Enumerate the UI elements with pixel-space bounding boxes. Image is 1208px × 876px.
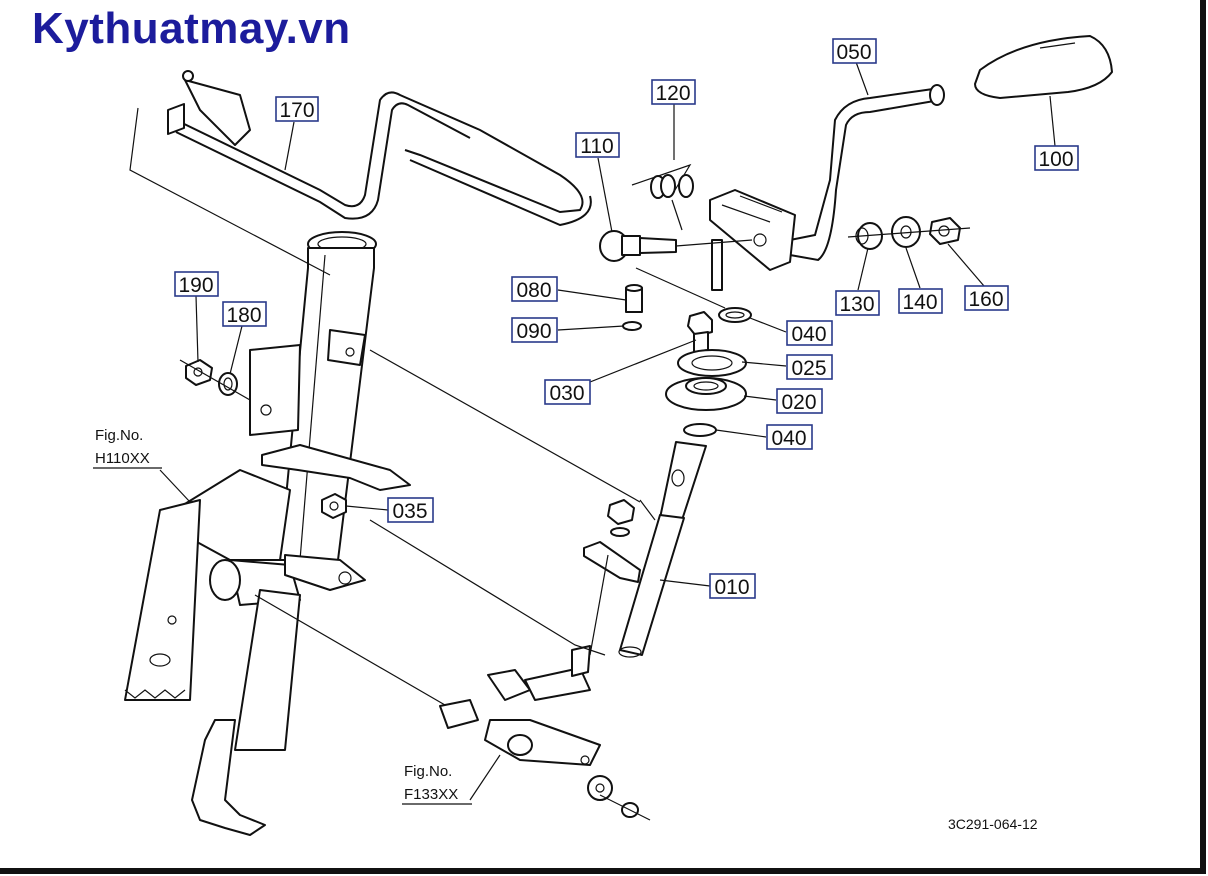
svg-text:040: 040 <box>791 323 826 346</box>
part-120-spring <box>631 163 694 231</box>
label-010: 010 <box>709 573 756 599</box>
part-column-assembly <box>124 231 411 836</box>
label-120: 120 <box>651 79 696 105</box>
label-140: 140 <box>898 288 943 314</box>
label-080: 080 <box>511 276 558 302</box>
fig-ref-f133xx: Fig.No. F133XX <box>402 763 472 805</box>
part-030-bolt <box>687 311 713 353</box>
label-025: 025 <box>786 354 833 380</box>
svg-text:040: 040 <box>771 427 806 450</box>
part-090-washer <box>622 321 642 331</box>
svg-text:025: 025 <box>791 357 826 380</box>
label-040-top: 040 <box>786 320 833 346</box>
leader-lines <box>129 61 1056 821</box>
svg-text:090: 090 <box>516 320 551 343</box>
part-050-lever <box>709 84 945 291</box>
svg-text:H110XX: H110XX <box>95 450 150 467</box>
svg-text:170: 170 <box>279 99 314 122</box>
svg-text:030: 030 <box>549 382 584 405</box>
svg-text:Fig.No.: Fig.No. <box>95 427 143 444</box>
svg-text:110: 110 <box>580 135 613 158</box>
part-025-gasket <box>677 349 747 377</box>
svg-text:190: 190 <box>178 274 213 297</box>
label-190: 190 <box>174 271 219 297</box>
part-nut-small <box>583 499 641 583</box>
svg-text:130: 130 <box>839 293 874 316</box>
part-170-guard-handle <box>167 70 592 227</box>
svg-text:080: 080 <box>516 279 551 302</box>
label-100: 100 <box>1034 145 1079 171</box>
svg-text:F133XX: F133XX <box>404 786 458 803</box>
drawing-code: 3C291-064-12 <box>948 816 1038 832</box>
fig-ref-h110xx: Fig.No. H110XX <box>93 427 162 469</box>
part-020-flange <box>665 377 747 411</box>
svg-text:160: 160 <box>968 288 1003 311</box>
part-lower-linkage <box>439 645 639 818</box>
svg-text:120: 120 <box>655 82 690 105</box>
svg-text:020: 020 <box>781 391 816 414</box>
svg-text:035: 035 <box>392 500 427 523</box>
part-160-nut <box>929 217 961 245</box>
label-035: 035 <box>387 497 434 523</box>
svg-text:140: 140 <box>902 291 937 314</box>
part-040-clip <box>718 307 752 323</box>
label-020: 020 <box>776 388 823 414</box>
label-160: 160 <box>964 285 1009 311</box>
part-100-knob <box>974 35 1113 99</box>
svg-text:100: 100 <box>1038 148 1073 171</box>
label-110: 110 <box>575 132 620 158</box>
label-050: 050 <box>832 38 877 64</box>
svg-text:010: 010 <box>714 576 749 599</box>
label-170: 170 <box>275 96 319 122</box>
label-090: 090 <box>511 317 558 343</box>
part-190-nut <box>185 359 213 386</box>
watermark-logo: Kythuatmay.vn <box>32 4 351 53</box>
svg-text:050: 050 <box>836 41 871 64</box>
part-040-clip-lower <box>683 423 717 437</box>
svg-text:180: 180 <box>226 304 261 327</box>
part-080-bushing <box>625 284 643 313</box>
part-110-pin <box>599 230 753 262</box>
label-130: 130 <box>835 290 880 316</box>
label-030: 030 <box>544 379 591 405</box>
label-180: 180 <box>222 301 267 327</box>
part-010-shaft <box>618 441 707 658</box>
label-040-lower: 040 <box>766 424 813 450</box>
part-035-nut <box>321 493 347 519</box>
svg-text:Fig.No.: Fig.No. <box>404 763 452 780</box>
